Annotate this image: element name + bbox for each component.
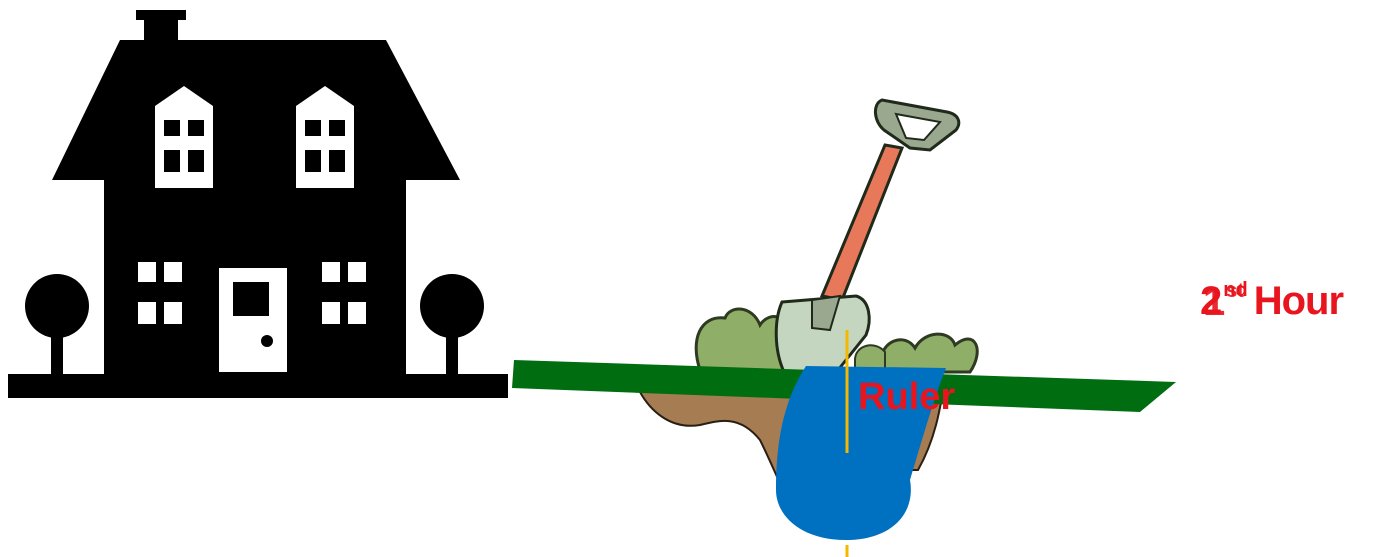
roof [52,40,460,180]
hour-word: Hour [1254,279,1343,323]
house-silhouette-icon [8,10,508,398]
house-ground [8,374,508,398]
tree-icon [25,274,89,378]
hour-ghost-number: 1 [1203,280,1225,324]
dormer-window-left [155,86,213,188]
hour-superscript: nd [1223,279,1247,301]
ruler-label: Ruler [858,376,955,419]
tree-icon [420,274,484,378]
dormer-window-right [296,86,354,188]
door [219,268,287,372]
